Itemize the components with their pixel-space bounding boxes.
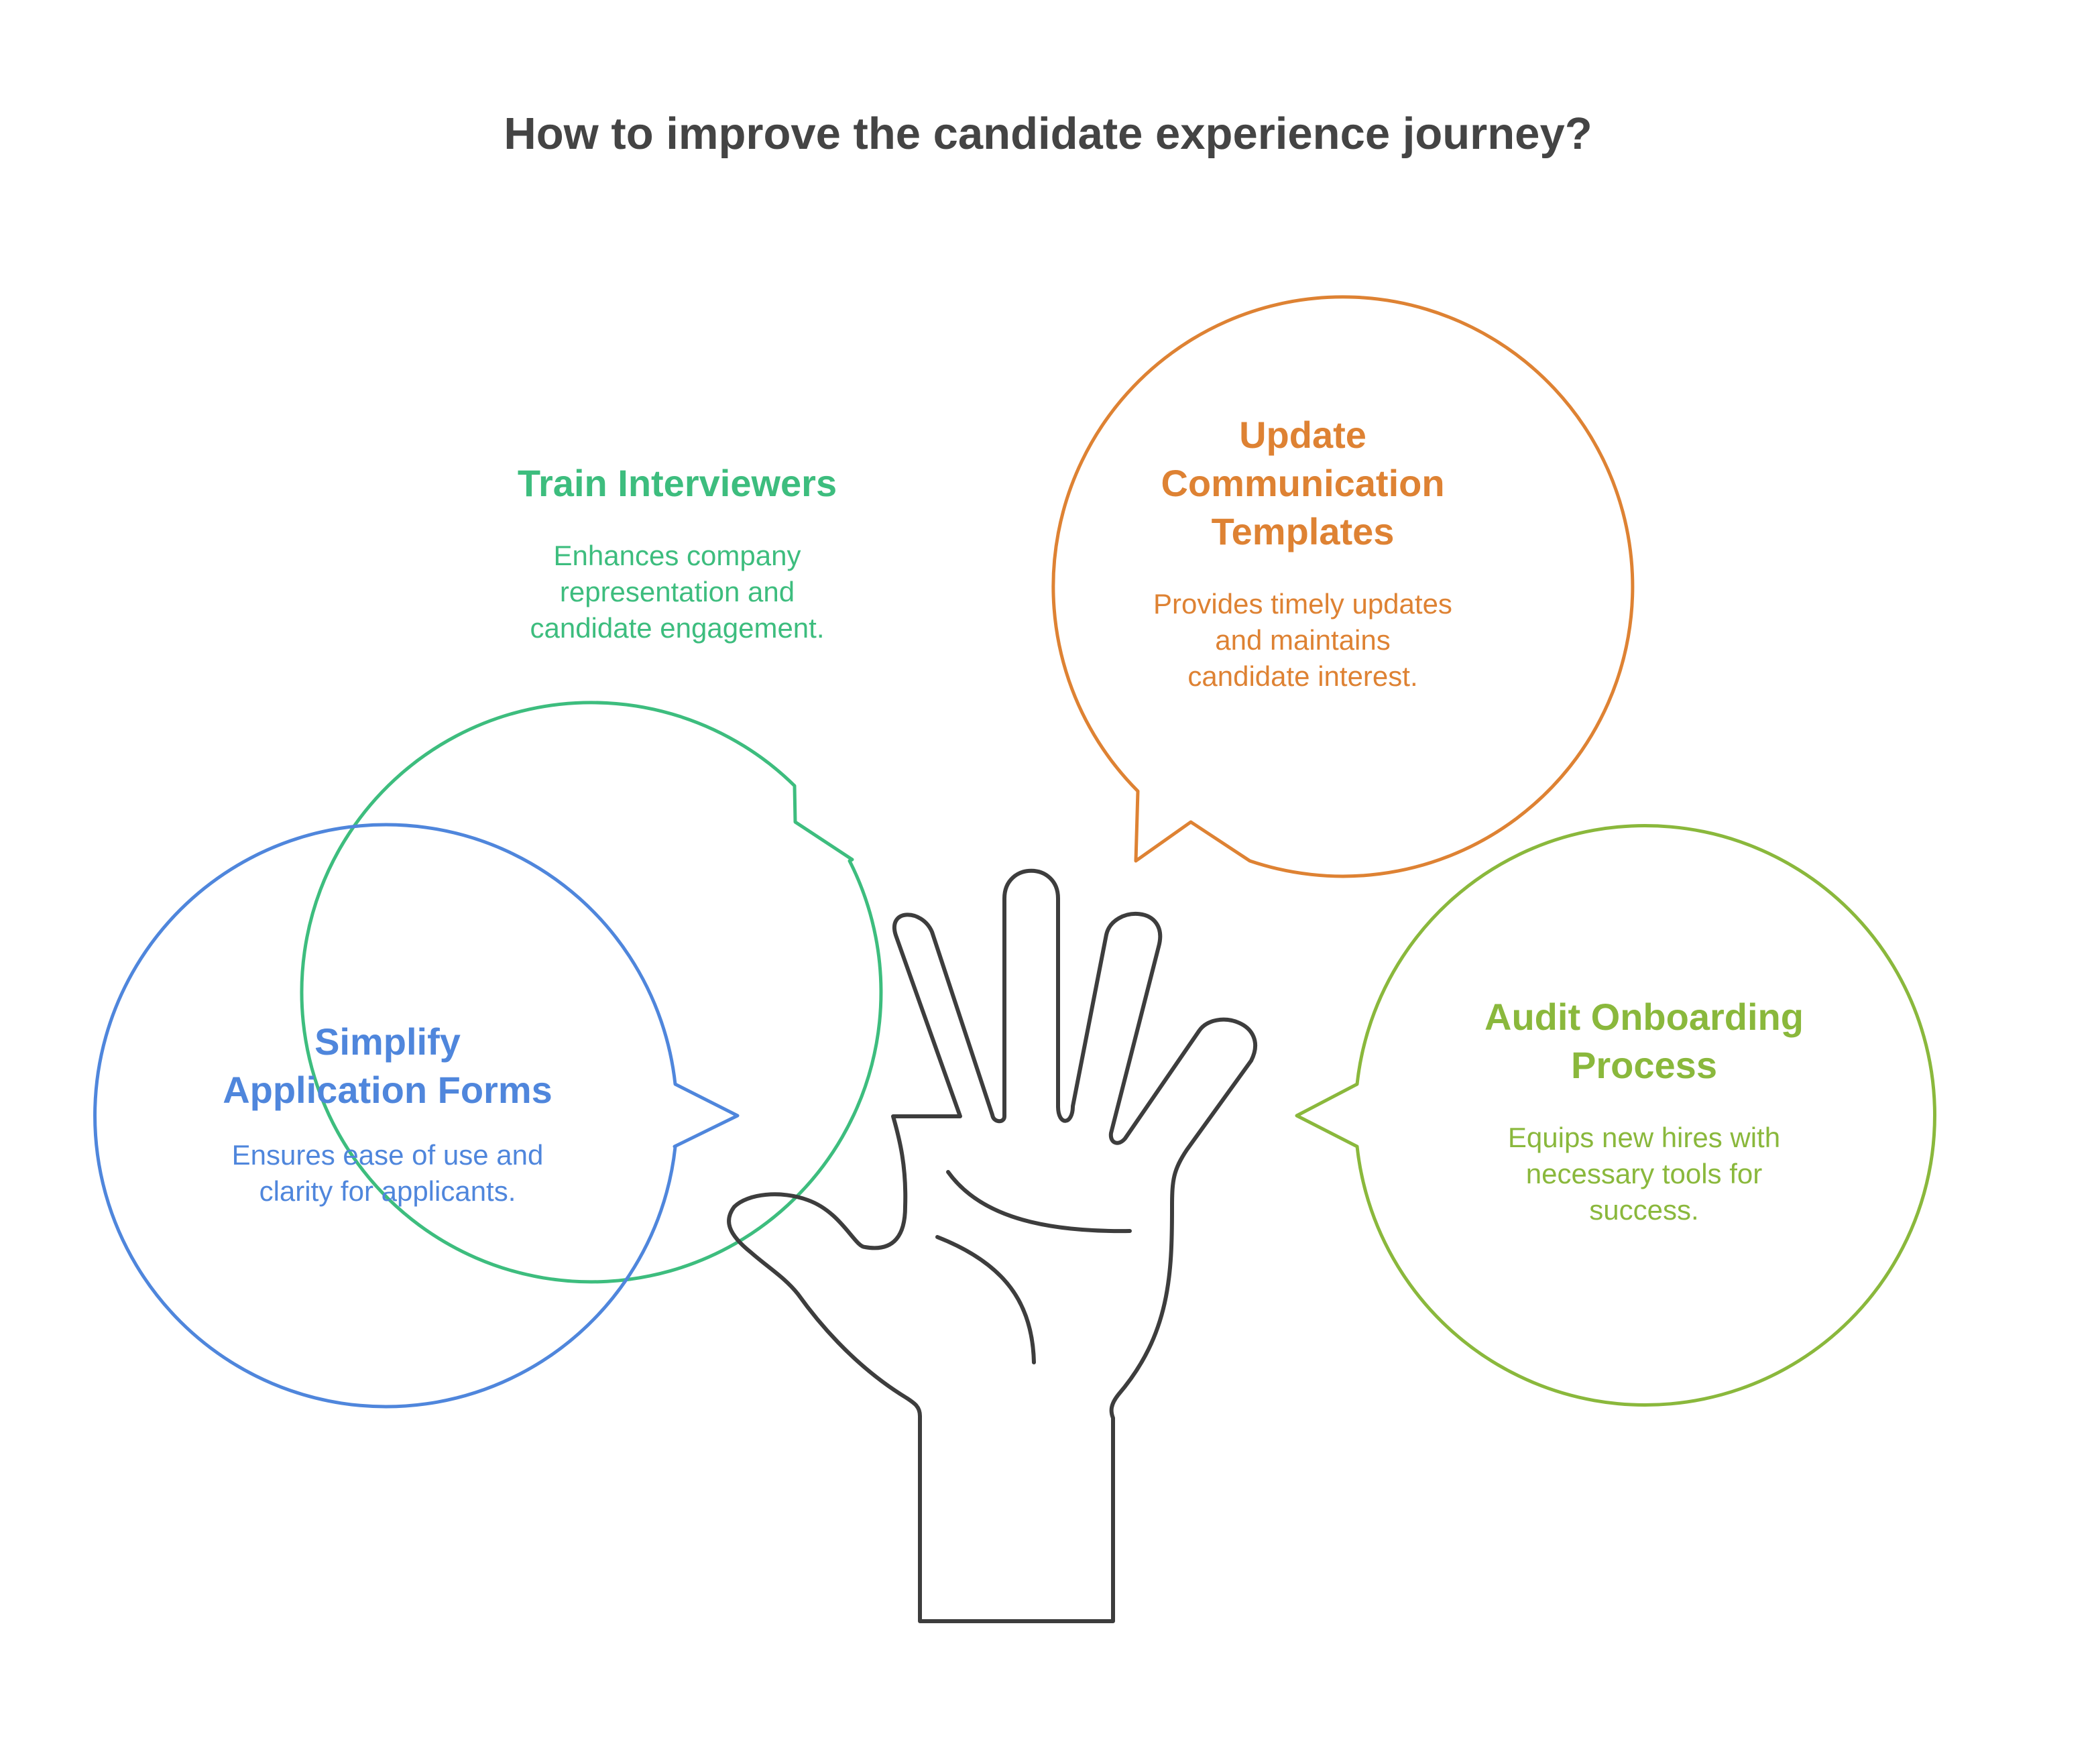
bubble-title-audit-line: Audit Onboarding (1484, 996, 1804, 1038)
bubble-title-update-line: Update (1239, 414, 1366, 456)
bubble-title-audit-line: Process (1571, 1044, 1717, 1086)
bubble-description-audit: Equips new hires with necessary tools fo… (1508, 1122, 1780, 1226)
bubble-title-simplify-line: Simplify (314, 1020, 461, 1063)
description-line: Ensures ease of use and (232, 1139, 544, 1171)
description-line: candidate interest. (1187, 660, 1417, 692)
description-line: necessary tools for (1526, 1158, 1763, 1189)
description-line: success. (1589, 1194, 1698, 1226)
description-line: Enhances company (554, 540, 801, 571)
description-line: candidate engagement. (530, 612, 824, 644)
bubble-update-communication-templates: Update Communication Templates Provides … (1051, 295, 1635, 878)
bubble-title-train: Train Interviewers (518, 462, 837, 504)
palm-line-lower (935, 1235, 1036, 1364)
description-line: Provides timely updates (1153, 588, 1452, 620)
bubble-train-interviewers: Train Interviewers Enhances company repr… (300, 462, 883, 1284)
description-line: clarity for applicants. (259, 1175, 516, 1207)
bubble-simplify-application-forms: Simplify Application Forms Ensures ease … (93, 823, 740, 1409)
speech-bubble-outline-train (300, 701, 883, 1284)
description-line: Equips new hires with (1508, 1122, 1780, 1153)
description-line: and maintains (1215, 624, 1391, 656)
bubble-title-update-line: Communication (1161, 462, 1444, 504)
bubble-description-update: Provides timely updates and maintains ca… (1153, 588, 1452, 692)
bubble-description-train: Enhances company representation and cand… (530, 540, 824, 644)
speech-bubble-outline-audit (1295, 824, 1936, 1407)
speech-bubble-outline-update (1051, 295, 1635, 878)
page-title: How to improve the candidate experience … (504, 109, 1592, 159)
bubble-description-simplify: Ensures ease of use and clarity for appl… (232, 1139, 544, 1207)
palm-line-upper (946, 1170, 1132, 1234)
hand-outline (727, 868, 1258, 1623)
bubble-audit-onboarding-process: Audit Onboarding Process Equips new hire… (1295, 824, 1936, 1407)
description-line: representation and (560, 576, 795, 607)
bubble-title-update-line: Templates (1212, 510, 1395, 552)
speech-bubble-outline-simplify (93, 823, 740, 1409)
bubble-title-simplify-line: Application Forms (223, 1069, 552, 1111)
open-hand-icon (727, 868, 1258, 1623)
